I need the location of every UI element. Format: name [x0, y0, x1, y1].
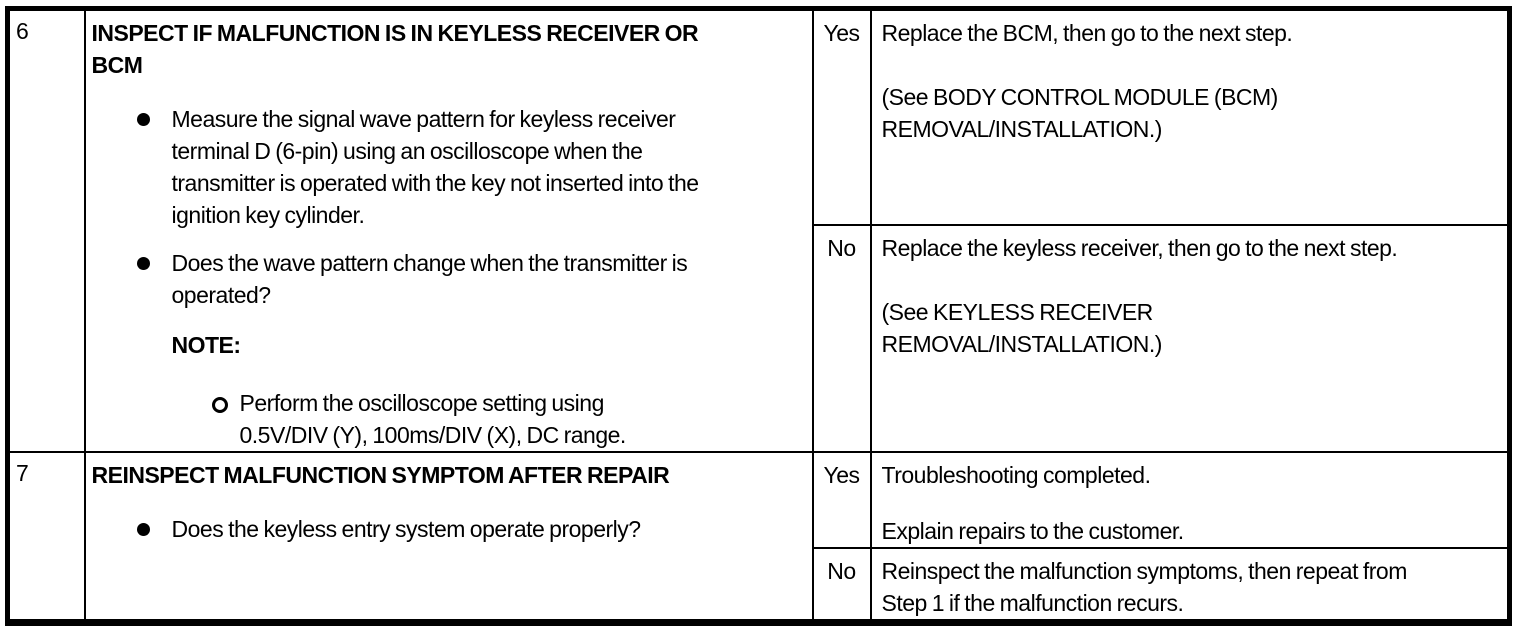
step-number: 7 — [16, 460, 29, 486]
step-number-cell: 6 — [6, 7, 86, 453]
step-title: INSPECT IF MALFUNCTION IS IN KEYLESS REC… — [91, 20, 699, 78]
answer-label: Yes — [823, 20, 860, 46]
table-row-step6-yes: 6 INSPECT IF MALFUNCTION IS IN KEYLESS R… — [6, 7, 1511, 453]
result-cell-yes: Replace the BCM, then go to the next ste… — [869, 7, 1511, 227]
note-label: NOTE: — [171, 332, 242, 358]
result-text: Troubleshooting completed. — [881, 462, 1151, 488]
troubleshooting-table: 6 INSPECT IF MALFUNCTION IS IN KEYLESS R… — [5, 6, 1512, 626]
answer-label: No — [827, 235, 856, 262]
answer-cell-no: No — [811, 224, 872, 453]
bullet-icon — [136, 103, 172, 231]
answer-label: Yes — [823, 462, 860, 488]
step-number-cell: 7 — [6, 451, 86, 624]
answer-cell-yes: Yes — [811, 451, 872, 549]
result-text: Replace the keyless receiver, then go to… — [881, 235, 1398, 262]
bullet-text: Does the keyless entry system operate pr… — [171, 516, 642, 542]
bullet-text: Does the wave pattern change when the tr… — [171, 250, 688, 308]
step-title: REINSPECT MALFUNCTION SYMPTOM AFTER REPA… — [91, 462, 670, 488]
result-text: Explain repairs to the customer. — [881, 518, 1185, 544]
result-reference: (See BODY CONTROL MODULE (BCM)REMOVAL/IN… — [881, 84, 1279, 142]
table-row-step7-yes: 7 REINSPECT MALFUNCTION SYMPTOM AFTER RE… — [6, 451, 1511, 624]
table-row-step6-no: No Replace the keyless receiver, then go… — [8, 224, 1511, 453]
answer-cell-no: No — [811, 547, 872, 624]
answer-label: No — [827, 558, 856, 584]
result-cell-yes: Troubleshooting completed. Explain repai… — [869, 451, 1511, 549]
bullet-item: Does the wave pattern change when the tr… — [136, 247, 806, 311]
bullet-item: Measure the signal wave pattern for keyl… — [136, 103, 806, 231]
table-row-step7-no: No Reinspect the malfunction symptoms, t… — [8, 547, 1511, 624]
answer-cell-yes: Yes — [811, 7, 872, 227]
result-cell-no: Reinspect the malfunction symptoms, then… — [869, 547, 1511, 624]
bullet-text: Measure the signal wave pattern for keyl… — [171, 106, 700, 228]
bullet-icon — [136, 513, 172, 545]
step-number: 6 — [16, 18, 29, 44]
action-cell: INSPECT IF MALFUNCTION IS IN KEYLESS REC… — [83, 7, 814, 453]
result-text: Reinspect the malfunction symptoms, then… — [881, 558, 1408, 616]
result-cell-no: Replace the keyless receiver, then go to… — [869, 224, 1511, 453]
bullet-item: Does the keyless entry system operate pr… — [136, 513, 806, 545]
bullet-icon — [136, 247, 172, 311]
action-cell: REINSPECT MALFUNCTION SYMPTOM AFTER REPA… — [83, 451, 814, 624]
circle-bullet-icon — [211, 387, 240, 450]
result-text: Replace the BCM, then go to the next ste… — [881, 20, 1293, 46]
